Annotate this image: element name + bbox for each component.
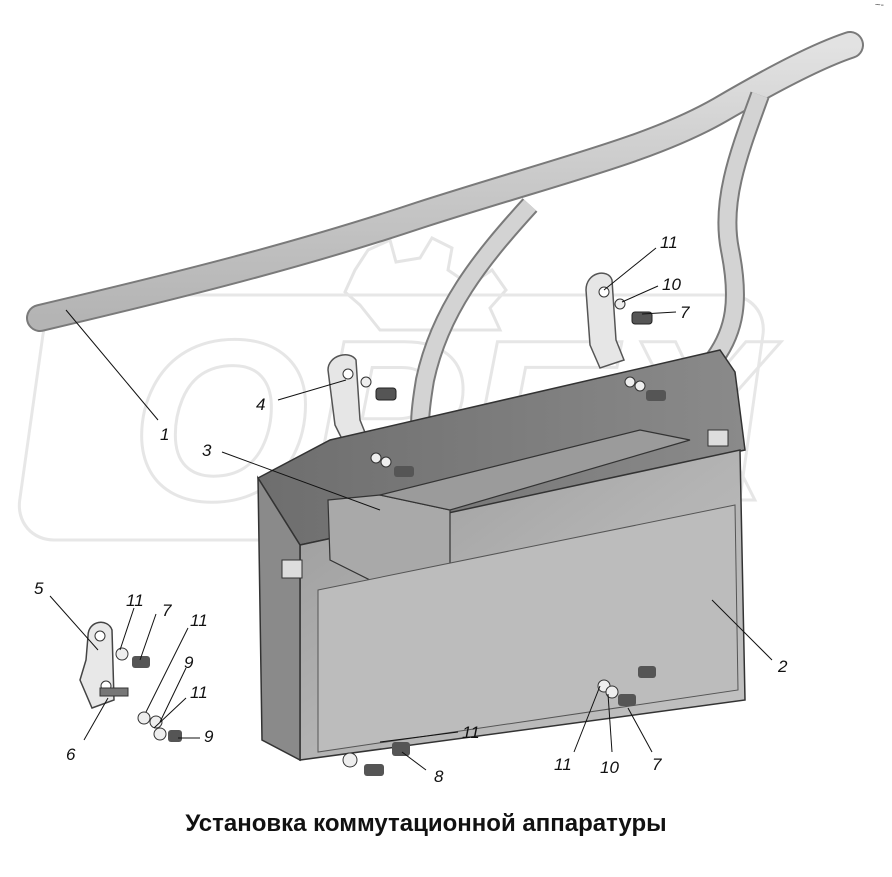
leader-2 (711, 599, 773, 661)
leader-8 (401, 751, 427, 771)
corner-mark: ~- (874, 0, 884, 11)
diagram-title: Установка коммутационной аппаратуры (185, 810, 667, 837)
leader-11f (573, 685, 601, 753)
callout-10a: 10 (662, 275, 681, 294)
callout-1: 1 (160, 425, 169, 444)
leader-10a (621, 285, 659, 303)
callout-8: 8 (434, 767, 444, 786)
leader-9a (159, 667, 187, 723)
callout-7a: 7 (680, 303, 690, 322)
callout-11f: 11 (554, 755, 572, 774)
leader-lines (49, 247, 773, 771)
leader-11d (153, 697, 187, 729)
cable-harness (26, 31, 864, 431)
leader-11e (379, 731, 459, 743)
switching-unit-box (256, 349, 746, 762)
leader-1 (65, 309, 159, 421)
bottom-fasteners (342, 666, 656, 776)
callout-9b: 9 (204, 727, 214, 746)
callout-11a: 11 (660, 233, 678, 252)
callout-5: 5 (34, 579, 44, 598)
leader-7b (139, 613, 157, 661)
leader-11c (145, 627, 189, 713)
leader-7c (627, 707, 653, 753)
callout-7b: 7 (162, 601, 172, 620)
callout-7c: 7 (652, 755, 662, 774)
leader-11b (119, 607, 135, 651)
callout-3: 3 (202, 441, 212, 460)
leader-6 (83, 697, 109, 741)
bracket-separate (79, 621, 182, 742)
callout-labels: 1 2 3 4 5 6 7 7 7 8 9 9 10 10 11 11 11 1… (34, 233, 788, 786)
callout-10b: 10 (600, 758, 619, 777)
callout-11e: 11 (462, 723, 480, 742)
callout-9a: 9 (184, 653, 194, 672)
callout-11c: 11 (190, 611, 208, 630)
callout-6: 6 (66, 745, 76, 764)
callout-4: 4 (256, 395, 265, 414)
leader-7a (641, 311, 677, 315)
leader-4 (277, 379, 347, 401)
leader-11a (603, 247, 657, 291)
callout-11d: 11 (190, 683, 208, 702)
leader-3 (221, 451, 381, 511)
callout-11b: 11 (126, 591, 144, 610)
leader-5 (49, 595, 99, 651)
callout-2: 2 (777, 657, 788, 676)
leader-10b (607, 693, 613, 753)
